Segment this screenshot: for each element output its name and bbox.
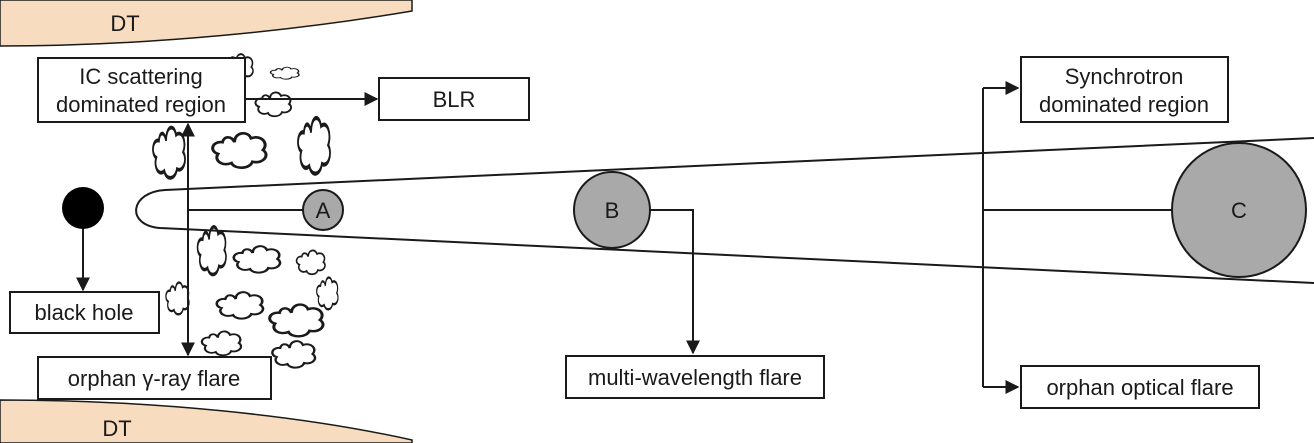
torus-top-label: DT: [110, 11, 139, 36]
ic-region-line2: dominated region: [56, 92, 226, 117]
sync-region-box: [1020, 56, 1229, 123]
blr-box: [378, 77, 530, 121]
black-hole-box: [9, 291, 160, 334]
torus-bottom-label: DT: [102, 416, 131, 441]
black-hole: [62, 187, 104, 229]
jet-outline: [135, 137, 1314, 284]
blob-c: [1171, 142, 1307, 278]
black-hole-label: black hole: [34, 300, 133, 325]
blr-label: BLR: [433, 87, 476, 112]
sync-region-line2: dominated region: [1039, 92, 1209, 117]
multi-wavelength-box: [565, 355, 825, 399]
multi-wavelength-label: multi-wavelength flare: [588, 365, 802, 390]
blob-b: [573, 171, 651, 249]
blob-a-label: A: [316, 198, 331, 223]
ic-region-box: [37, 57, 246, 123]
blob-c-label: C: [1231, 198, 1247, 223]
sync-region-line1: Synchrotron: [1065, 64, 1184, 89]
torus-top-shape: [0, 0, 413, 47]
torus-bottom-shape: [0, 399, 413, 443]
blob-b-label: B: [605, 198, 620, 223]
orphan-optical-label: orphan optical flare: [1046, 375, 1233, 400]
orphan-gamma-box: [37, 356, 272, 400]
ic-region-line1: IC scattering: [79, 64, 203, 89]
orphan-gamma-label: orphan γ-ray flare: [68, 366, 240, 391]
blob-b-to-multiwavelength-arrow: [650, 209, 700, 355]
orphan-optical-box: [1020, 365, 1260, 409]
blob-a: [302, 189, 344, 231]
